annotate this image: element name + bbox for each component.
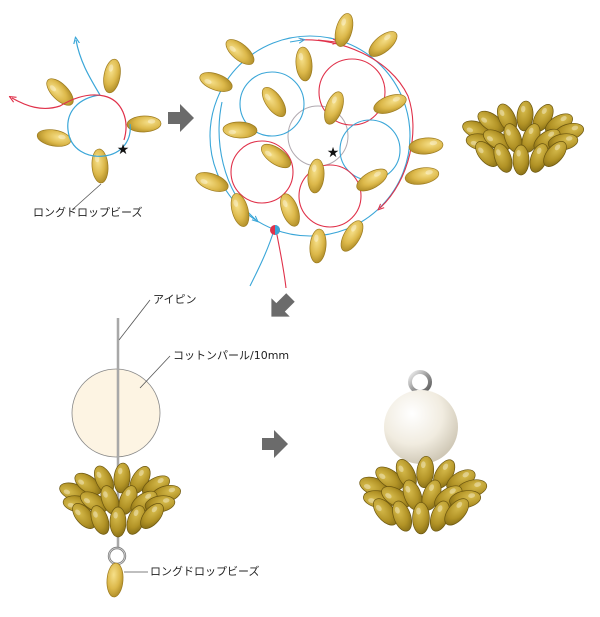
- drop-bead: [334, 13, 354, 47]
- cluster-bead: [74, 472, 102, 496]
- cluster-bead: [109, 506, 127, 538]
- cluster-bead: [493, 143, 513, 173]
- headpin-leader-line: [118, 299, 151, 341]
- cluster-bead: [113, 462, 131, 494]
- drop-bead: [261, 86, 287, 118]
- drop-bead: [103, 58, 121, 94]
- step-arrow-icon: [262, 430, 288, 458]
- drop-bead: [295, 46, 313, 82]
- drop-bead: [126, 115, 162, 133]
- cotton-pearl: [71, 368, 161, 458]
- drop-bead: [106, 562, 124, 598]
- drop-bead: [404, 167, 440, 185]
- cluster-bead: [543, 141, 567, 167]
- drop-bead: [199, 72, 233, 92]
- step3-assembly-diagram: [59, 299, 181, 598]
- cluster-bead: [140, 503, 164, 529]
- drop-bead: [225, 39, 255, 65]
- drop-bead: [260, 143, 292, 169]
- drop-bead: [195, 172, 229, 192]
- step1-leader-line: [71, 183, 102, 211]
- drop-bead: [222, 121, 258, 139]
- pearl-leader-line: [139, 355, 171, 389]
- pearl-label: コットンパール/10mm: [173, 349, 290, 362]
- step2-result-cluster: [462, 100, 584, 176]
- headpin-label: アイピン: [153, 293, 197, 306]
- star-icon: ★: [117, 142, 130, 158]
- step2-diagram: ★: [195, 13, 444, 289]
- cluster-bead: [372, 498, 398, 526]
- cluster-bead: [444, 498, 470, 526]
- drop-bead: [91, 148, 109, 184]
- step1-bead-label: ロングドロップビーズ: [33, 206, 143, 219]
- cluster-bead: [503, 123, 523, 153]
- cluster-bead: [392, 500, 413, 532]
- cluster-bead: [375, 466, 404, 491]
- drop-bead: [36, 129, 72, 147]
- bottom-bead-label: ロングドロップビーズ: [150, 565, 260, 578]
- star-icon: ★: [327, 145, 340, 161]
- step1-diagram: ★: [12, 40, 162, 211]
- drop-bead: [280, 193, 300, 227]
- thread-end-dot-icon: [270, 225, 280, 235]
- drop-bead: [408, 137, 444, 155]
- drop-bead: [368, 31, 398, 57]
- step-arrow-icon: [168, 104, 194, 132]
- drop-bead: [230, 193, 250, 227]
- drop-bead: [309, 228, 327, 264]
- step1-red-thread: [12, 94, 127, 141]
- cotton-pearl-photo: [384, 390, 458, 464]
- cluster-bead: [412, 502, 430, 535]
- cluster-bead: [475, 141, 499, 167]
- drop-bead: [356, 168, 388, 192]
- step2-outer-blue-circle: [209, 35, 411, 237]
- cluster-bead: [416, 455, 435, 489]
- step1-blue-thread: [67, 40, 131, 157]
- cluster-bead: [90, 505, 110, 535]
- cluster-bead: [477, 110, 505, 134]
- drop-bead: [324, 91, 344, 125]
- cluster-bead: [516, 100, 534, 132]
- step-arrow-icon: [271, 293, 295, 317]
- drop-bead: [307, 158, 325, 194]
- drop-bead: [373, 94, 407, 114]
- drop-bead: [46, 78, 74, 106]
- step2-blue-tail: [249, 229, 275, 287]
- drop-bead: [340, 220, 364, 252]
- eye-pin-loop: [408, 370, 432, 394]
- finished-charm-photo: [359, 370, 488, 535]
- step2-red-tail: [275, 229, 287, 289]
- cluster-bead: [512, 144, 530, 176]
- cluster-bead: [72, 503, 96, 529]
